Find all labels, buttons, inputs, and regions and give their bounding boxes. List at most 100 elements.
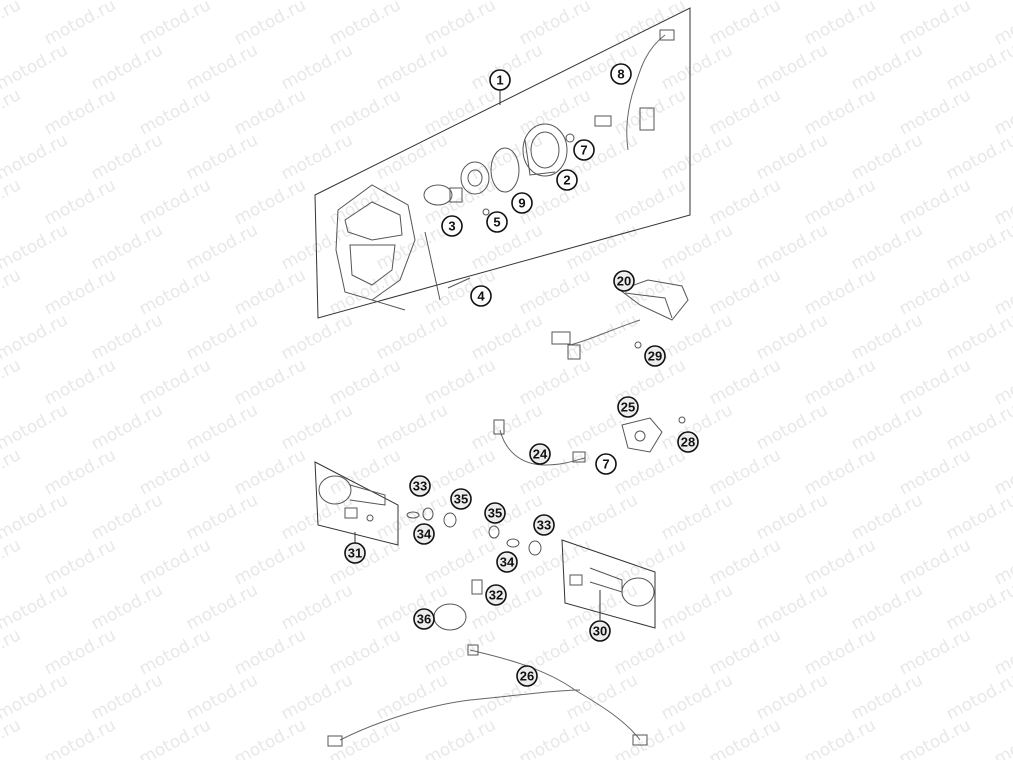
callout-24: 24: [529, 443, 551, 465]
washer-right: [488, 525, 500, 539]
callout-label: 30: [593, 624, 607, 639]
callout-28: 28: [677, 431, 699, 453]
callout-circle: [484, 502, 506, 524]
callout-circle: [485, 584, 507, 606]
nut-left: [422, 507, 434, 521]
callout-circle: [677, 431, 699, 453]
screw: [447, 277, 471, 289]
callout-circle: [556, 169, 578, 191]
screw-small: [482, 208, 490, 216]
callout-label: 26: [520, 669, 534, 684]
harness-connector-right: [632, 734, 648, 746]
callout-circle: [529, 443, 551, 465]
callout-33b: 33: [533, 514, 555, 536]
washer-left: [406, 511, 420, 519]
callout-circle: [617, 396, 639, 418]
seal-ring: [490, 147, 520, 193]
callout-31: 31: [344, 542, 366, 564]
turn-signal-left: [318, 475, 386, 522]
callout-29: 29: [644, 345, 666, 367]
callout-circle: [450, 488, 472, 510]
callout-circle: [489, 69, 511, 91]
callout-label: 33: [413, 479, 427, 494]
tail-light: [618, 279, 689, 321]
harness-connector-left: [327, 735, 343, 747]
callout-label: 36: [417, 612, 431, 627]
nut-right: [506, 538, 520, 548]
callout-32: 32: [485, 584, 507, 606]
callout-3: 3: [441, 215, 463, 237]
sleeve-left: [443, 512, 457, 528]
tail-light-connector: [551, 331, 571, 345]
callout-label: 28: [681, 435, 695, 450]
license-screw: [678, 416, 686, 424]
callout-layer: 1234577892024252628293031323333343435353…: [344, 63, 699, 687]
license-bulb: [572, 451, 586, 463]
headlight-cable: [626, 34, 666, 151]
callout-label: 33: [537, 518, 551, 533]
tail-light-plug: [567, 344, 581, 360]
turn-signal-frame-left: [314, 461, 399, 546]
callout-circle: [533, 514, 555, 536]
reflector: [460, 161, 490, 195]
callout-label: 8: [617, 67, 624, 82]
callout-label: 34: [500, 555, 515, 570]
callout-26: 26: [516, 665, 538, 687]
callout-1: 1: [489, 69, 511, 91]
callout-circle: [613, 270, 635, 292]
callout-circle: [409, 475, 431, 497]
callout-8: 8: [610, 63, 632, 85]
callout-label: 25: [621, 400, 635, 415]
callout-circle: [573, 139, 595, 161]
callout-label: 3: [448, 219, 455, 234]
callout-36: 36: [413, 608, 435, 630]
callout-label: 32: [489, 588, 503, 603]
callout-circle: [413, 523, 435, 545]
position-bulb: [565, 115, 612, 143]
wiring-harness-branch: [339, 689, 581, 741]
callout-4: 4: [470, 285, 492, 307]
headlight-clip: [639, 107, 655, 131]
callout-9: 9: [511, 192, 533, 214]
callout-34b: 34: [496, 551, 518, 573]
license-light-connector: [493, 419, 505, 435]
callout-label: 24: [533, 447, 548, 462]
callout-7b: 7: [595, 453, 617, 475]
turn-signal-frame-right: [561, 539, 656, 629]
wiring-harness: [469, 649, 641, 741]
callout-circle: [413, 608, 435, 630]
bulb: [423, 184, 463, 206]
callout-circle: [441, 215, 463, 237]
callout-circle: [511, 192, 533, 214]
callout-5: 5: [486, 211, 508, 233]
turn-signal-right: [569, 567, 655, 607]
callout-circle: [344, 542, 366, 564]
headlight-group-frame: [314, 7, 691, 319]
callout-label: 34: [417, 527, 432, 542]
callout-circle: [644, 345, 666, 367]
callout-35a: 35: [450, 488, 472, 510]
mounting-line-2: [371, 299, 406, 311]
callout-2: 2: [556, 169, 578, 191]
callout-34a: 34: [413, 523, 435, 545]
callout-label: 35: [454, 492, 468, 507]
callout-circle: [486, 211, 508, 233]
callout-label: 35: [488, 506, 502, 521]
callout-circle: [589, 620, 611, 642]
callout-label: 31: [348, 546, 362, 561]
tail-light-screw: [634, 341, 642, 349]
callout-25: 25: [617, 396, 639, 418]
callout-circle: [470, 285, 492, 307]
callout-circle: [595, 453, 617, 475]
callout-circle: [516, 665, 538, 687]
callout-label: 5: [493, 215, 500, 230]
callout-label: 2: [563, 173, 570, 188]
tail-light-cable: [569, 319, 641, 346]
callout-label: 1: [496, 73, 503, 88]
callout-label: 7: [602, 457, 609, 472]
callout-33a: 33: [409, 475, 431, 497]
mounting-line: [424, 231, 441, 301]
callout-label: 7: [580, 143, 587, 158]
